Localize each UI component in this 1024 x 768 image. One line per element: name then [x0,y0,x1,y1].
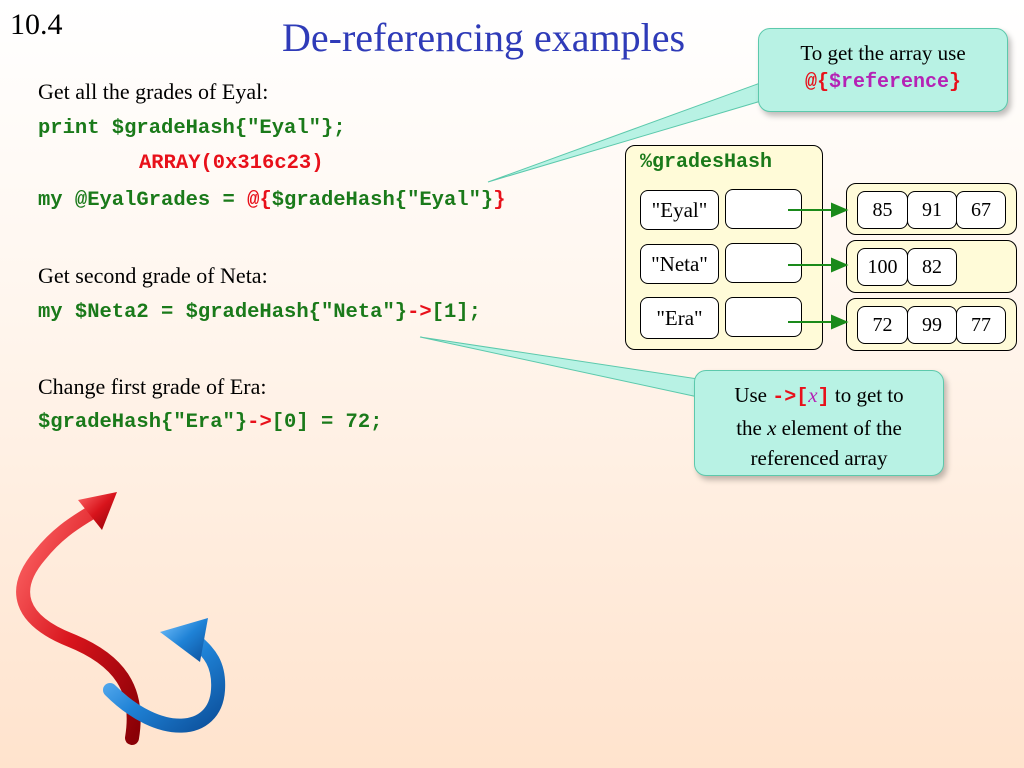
slide-title: De-referencing examples [282,15,686,60]
array-cell: 91 [907,191,957,229]
callout-text: element of the [776,416,902,440]
code-token: [1]; [431,301,481,324]
hash-key-eyal: "Eyal" [640,190,719,230]
text-line-neta-grade: Get second grade of Neta: [38,263,268,288]
array-cell: 72 [857,306,908,344]
text-line-eyal-grades: Get all the grades of Eyal: [38,79,269,104]
callout-line-3: referenced array [750,446,888,470]
arrow-head-icon [831,314,849,330]
code-line-neta2: my $Neta2 = $gradeHash{"Neta"}->[1]; [38,301,481,324]
code-token: @{ [804,71,829,94]
callout-text: Use [734,383,773,407]
callout-line-1: Use ->[x] to get to [695,380,943,413]
arrow-head-icon [831,202,849,218]
code-token: ] [817,386,830,409]
hash-value-ref-neta [725,243,802,283]
code-token: -> [407,301,432,324]
code-token: -> [247,411,272,434]
hash-value-ref-era [725,297,802,337]
array-cell: 85 [857,191,908,229]
callout-line-2: the x element of the [695,413,943,443]
code-line-array-output: ARRAY(0x316c23) [139,152,324,175]
code-line-deref: my @EyalGrades = @{$gradeHash{"Eyal"}} [38,189,506,212]
code-token: [0] = 72; [271,411,383,434]
callout-arrow-index: Use ->[x] to get to the x element of the… [694,370,944,476]
hash-key-era: "Era" [640,297,719,339]
hash-name: %gradesHash [640,151,773,174]
callout-code: @{$reference} [759,68,1007,98]
array-cell: 77 [956,306,1006,344]
array-cell: 67 [956,191,1006,229]
red-curved-arrow-icon [16,492,141,745]
callout-text: the [736,416,768,440]
code-token: $reference [828,71,950,94]
callout-get-array: To get the array use @{$reference} [758,28,1008,112]
callout-text: x [767,416,777,440]
code-token: } [493,189,506,212]
callout-text: to get to [829,383,904,407]
code-token: [ [796,386,809,409]
slide-number: 10.4 [10,8,63,41]
code-token: my @EyalGrades = [38,189,248,212]
code-token: my $Neta2 = $gradeHash{"Neta"} [38,301,408,324]
hash-key-neta: "Neta" [640,244,719,284]
array-cell: 99 [907,306,957,344]
code-token: @{ [247,189,272,212]
blue-curved-arrow-icon [103,618,226,733]
callout-text: To get the array use [800,41,966,65]
code-token: $gradeHash{"Era"} [38,411,248,434]
hash-value-ref-eyal [725,189,802,229]
code-token: -> [772,386,797,409]
code-token: x [808,383,818,407]
array-cell: 82 [907,248,957,286]
code-token: } [949,71,962,94]
code-line-print: print $gradeHash{"Eyal"}; [38,117,346,140]
arrow-head-icon [831,257,849,273]
code-line-era-assign: $gradeHash{"Era"}->[0] = 72; [38,411,382,434]
array-cell: 100 [857,248,908,286]
code-token: $gradeHash{"Eyal"} [271,189,494,212]
text-line-era-grade: Change first grade of Era: [38,374,267,399]
